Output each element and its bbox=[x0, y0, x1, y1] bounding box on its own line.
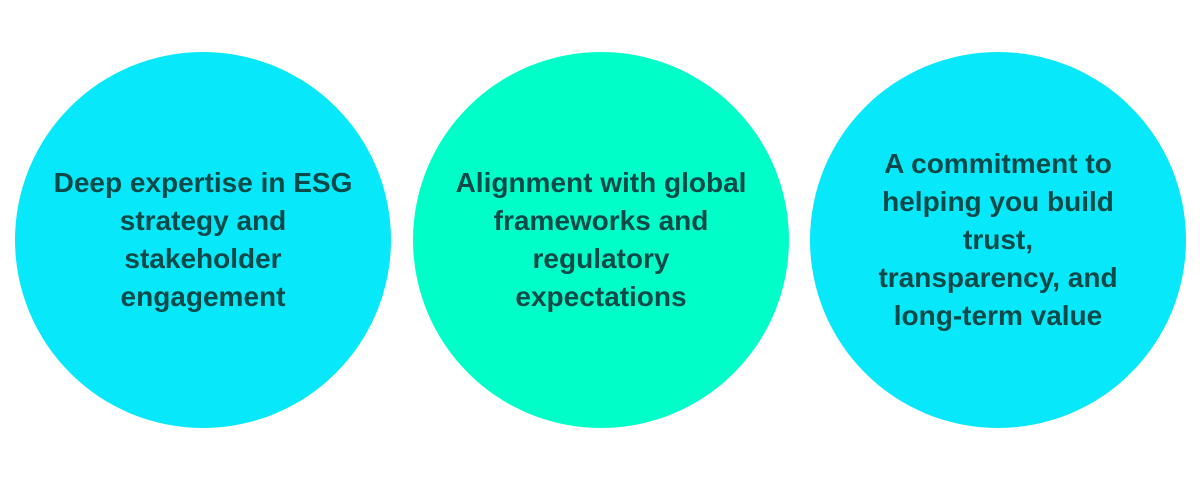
circle-text: Alignment with global frameworks and reg… bbox=[455, 167, 747, 312]
circle-text: Deep expertise in ESG strategy and stake… bbox=[53, 167, 353, 312]
circle-commitment: A commitment to helping you build trust,… bbox=[810, 52, 1186, 428]
circle-esg-expertise: Deep expertise in ESG strategy and stake… bbox=[15, 52, 391, 428]
circle-global-frameworks: Alignment with global frameworks and reg… bbox=[413, 52, 789, 428]
circle-text: A commitment to helping you build trust,… bbox=[878, 148, 1118, 331]
